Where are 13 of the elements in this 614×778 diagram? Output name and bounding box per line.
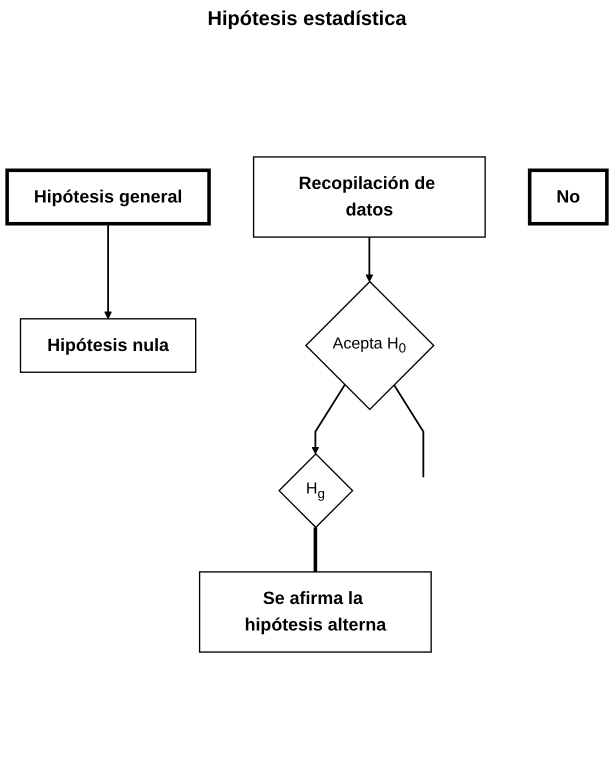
arrow [311, 384, 346, 454]
heading-text: Hipótesis estadística [208, 8, 406, 31]
node-box: Recopilación de datos [252, 156, 486, 238]
arrow [104, 224, 112, 320]
node-box: No [528, 168, 609, 226]
node-diamond: Acepta H$_{0}$ [304, 280, 435, 410]
connector [393, 384, 424, 478]
node-box: Hipótesis general [5, 168, 211, 226]
node-box: Se afirma la hipótesis alterna [198, 571, 432, 653]
arrow [365, 237, 374, 282]
node-diamond: H$_{g}$ [278, 453, 354, 528]
node-box: Hipótesis nula [20, 318, 196, 373]
connector [314, 527, 318, 572]
